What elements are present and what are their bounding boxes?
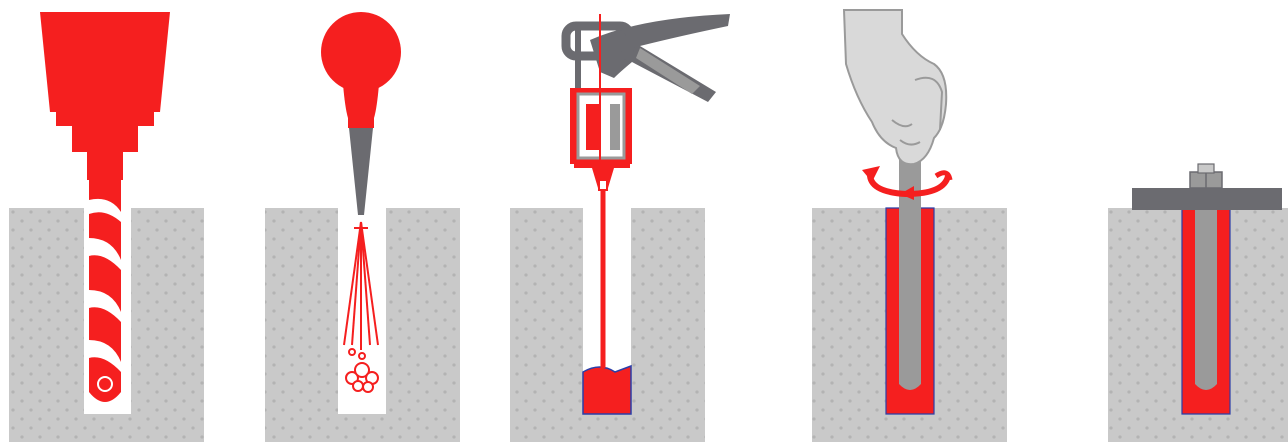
rod-tip xyxy=(1197,163,1215,174)
dust-cloud xyxy=(345,348,379,393)
rotation-arrow-icon xyxy=(862,166,953,200)
blow-pump-icon xyxy=(321,12,401,215)
hand-twisting-rod-icon xyxy=(842,9,948,166)
caulking-gun-icon xyxy=(561,14,730,368)
threaded-rod xyxy=(1195,180,1217,390)
resin-fill xyxy=(582,364,632,415)
drill-bit-icon xyxy=(40,12,170,402)
threaded-rod xyxy=(899,150,921,390)
step-drill xyxy=(9,12,204,442)
step-fix xyxy=(1108,163,1288,442)
step-inject xyxy=(510,14,730,442)
fixture-plate xyxy=(1132,188,1282,210)
air-stream-lines xyxy=(343,221,379,350)
nut-and-plate-icon xyxy=(1132,163,1282,210)
step-insert-rod xyxy=(812,9,1007,442)
step-blow-out xyxy=(265,12,460,442)
